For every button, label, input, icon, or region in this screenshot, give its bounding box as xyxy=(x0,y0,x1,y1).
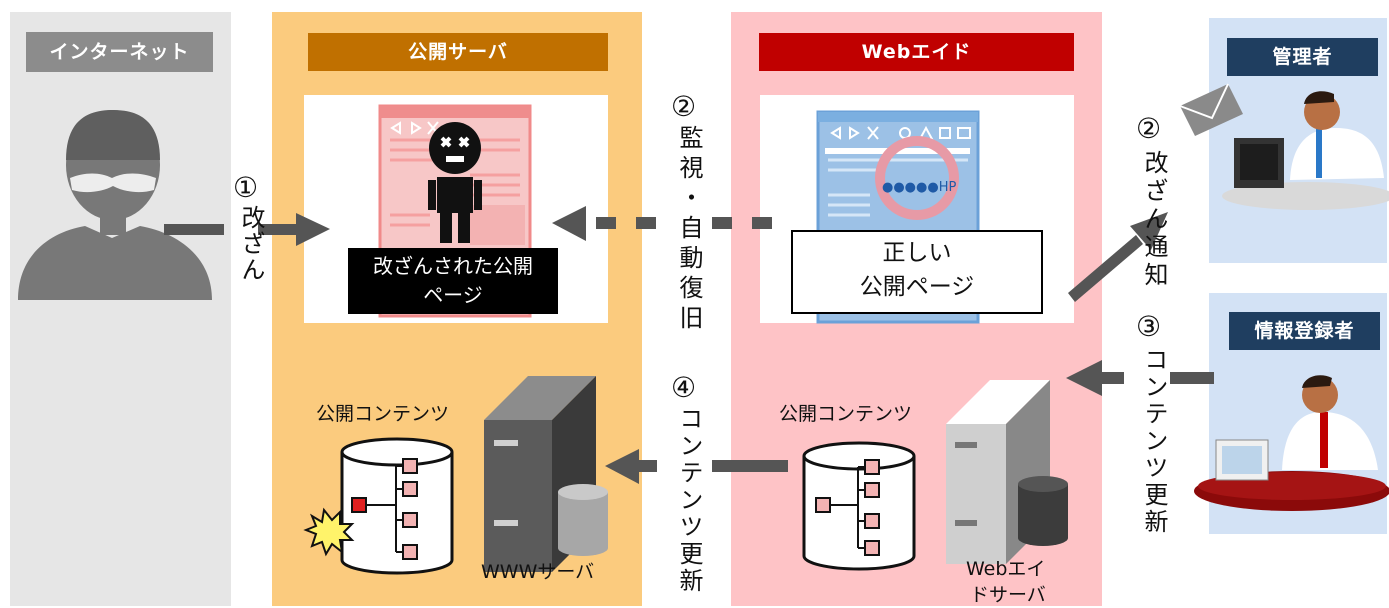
tamper-arrow xyxy=(164,213,330,246)
public-database-icon xyxy=(303,437,454,575)
webaid-database-icon xyxy=(802,441,916,571)
webaid-header: Webエイド xyxy=(759,33,1074,71)
webaid-server-label-line1: Webエイ xyxy=(966,558,1046,580)
tampered-label-box xyxy=(348,248,558,314)
webaid-header-text: Webエイド xyxy=(861,41,972,63)
browser-hp-text: ●●●●●HP xyxy=(882,180,956,195)
envelope-icon xyxy=(1179,83,1243,136)
registrant-person-icon xyxy=(1194,375,1389,511)
monitor-restore-arrow xyxy=(552,206,772,241)
internet-header: インターネット xyxy=(26,32,213,72)
step-sync-number: ④ xyxy=(671,371,697,404)
correct-page-label: 正しい 公開ページ xyxy=(792,236,1042,304)
notify-arrow xyxy=(1068,212,1168,302)
step-monitor-text: 監視・自動復旧 xyxy=(675,125,703,335)
public-contents-label: 公開コンテンツ xyxy=(316,403,450,425)
webaid-contents-label: 公開コンテンツ xyxy=(779,403,913,425)
update-arrow xyxy=(1066,360,1214,396)
step-update-number: ③ xyxy=(1136,310,1162,343)
skull-figure-icon xyxy=(428,122,482,243)
registrant-header: 情報登録者 xyxy=(1229,312,1380,350)
admin-header: 管理者 xyxy=(1227,38,1378,76)
tampered-page-label-line1: 改ざんされた公開 xyxy=(373,254,533,278)
hacker-icon xyxy=(18,110,212,300)
webaid-server-icon xyxy=(946,380,1068,564)
step-tamper-text: 改ざん xyxy=(237,205,265,283)
public-server-header: 公開サーバ xyxy=(308,33,608,71)
public-server-header-text: 公開サーバ xyxy=(408,41,508,63)
step-notify-number: ② xyxy=(1136,112,1162,145)
www-server-label: WWWサーバ xyxy=(481,561,595,583)
step-update-text: コンテンツ更新 xyxy=(1140,347,1168,536)
sync-arrow xyxy=(605,449,788,484)
step-notify-text: 改ざん通知 xyxy=(1140,150,1168,290)
admin-header-text: 管理者 xyxy=(1272,46,1333,68)
step-sync-text: コンテンツ更新 xyxy=(675,406,703,595)
correct-page-label-line2: 公開ページ xyxy=(859,274,975,300)
correct-label-box xyxy=(791,230,1043,314)
www-server-icon xyxy=(484,376,608,572)
step-tamper-number: ① xyxy=(233,171,259,204)
tampered-page-label-line2: ページ xyxy=(423,283,483,307)
internet-header-text: インターネット xyxy=(49,41,190,63)
registrant-header-text: 情報登録者 xyxy=(1254,320,1355,342)
tampered-page-label: 改ざんされた公開 ページ xyxy=(348,252,558,310)
admin-person-icon xyxy=(1222,91,1389,210)
correct-page-label-line1: 正しい xyxy=(882,240,952,266)
webaid-server-label-line2: ドサーバ xyxy=(970,584,1046,606)
webaid-server-label: Webエイ ドサーバ xyxy=(960,556,1070,608)
step-monitor-number: ② xyxy=(671,90,697,123)
